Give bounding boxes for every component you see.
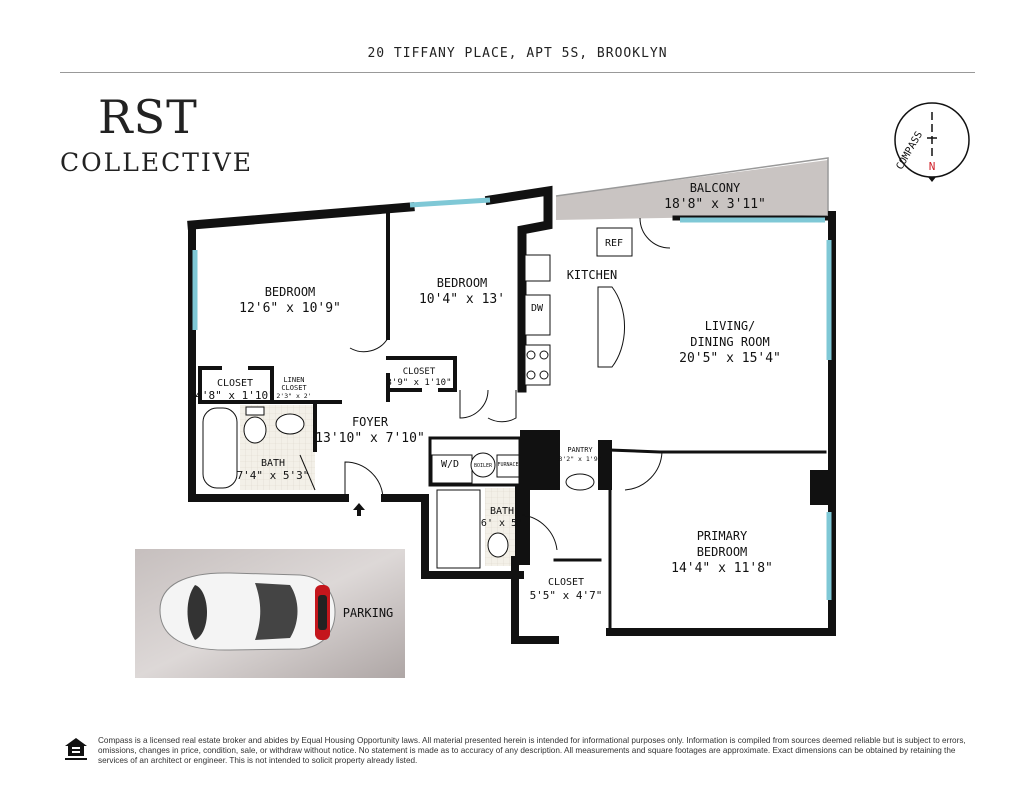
closet3-dims: 5'5" x 4'7" [530,589,603,602]
compass-icon: COMPASS N [894,102,970,182]
listing-address: 20 TIFFANY PLACE, APT 5S, BROOKLYN [367,46,668,61]
bath2-name: BATH [490,506,514,517]
foyer-dims: 13'10" x 7'10" [315,431,425,446]
primary-dims: 14'4" x 11'8" [671,561,773,576]
parking-label: PARKING [343,606,394,620]
kitchen-name: KITCHEN [567,268,618,282]
bedroom1-name: BEDROOM [265,285,316,299]
equal-housing-icon [65,738,87,760]
logo-rst: RST [98,90,198,144]
boiler-label: BOILER [474,463,493,469]
foyer-name: FOYER [352,415,389,429]
closet3-name: CLOSET [548,577,584,588]
pantry-name: PANTRY [567,446,593,454]
windows [192,197,832,600]
primary-name1: PRIMARY [697,529,748,543]
balcony-name: BALCONY [690,181,741,195]
bath1-name: BATH [261,458,285,469]
car-icon [159,572,336,651]
dw-label: DW [531,303,544,314]
linen-name2: CLOSET [281,384,307,392]
closet2-name: CLOSET [403,367,436,377]
closet2-dims: 3'9" x 1'10" [386,378,451,388]
linen-name1: LINEN [283,376,304,384]
bath2-dims: 6' x 5' [481,518,523,529]
bedroom2-dims: 10'4" x 13' [419,292,505,307]
living-name1: LIVING/ [705,319,756,333]
closet1-dims: 4'8" x 1'10" [195,389,274,402]
ref-label: REF [605,238,623,249]
entry-arrow-icon [353,503,365,516]
living-dims: 20'5" x 15'4" [679,351,781,366]
bath1-dims: 7'4" x 5'3" [237,469,310,482]
primary-name2: BEDROOM [697,545,748,559]
wd-label: W/D [441,459,459,470]
closet1-name: CLOSET [217,378,253,389]
bedroom1-dims: 12'6" x 10'9" [239,301,341,316]
linen-dims: 2'3" x 2' [276,392,311,400]
bedroom2-name: BEDROOM [437,276,488,290]
living-name2: DINING ROOM [690,335,769,349]
header-divider [60,72,975,73]
compass-label: COMPASS [895,130,926,172]
balcony-area [556,160,828,220]
fixtures [202,227,633,569]
furnace-label: FURNACE [497,462,518,468]
disclaimer-text: Compass is a licensed real estate broker… [98,736,966,765]
walls [187,185,836,644]
balcony-dims: 18'8" x 3'11" [664,197,766,212]
pantry-dims: 3'2" x 1'9" [558,455,601,463]
compass-north: N [929,160,936,173]
doors [299,217,671,551]
logo-collective: COLLECTIVE [60,148,254,177]
